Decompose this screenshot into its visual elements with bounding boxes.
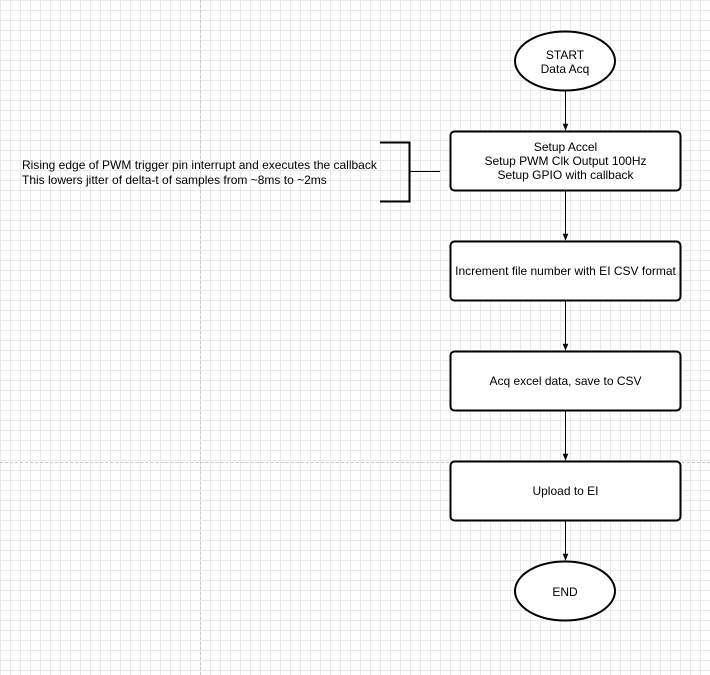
start-label-line-2: Data Acq xyxy=(540,61,590,76)
end-label: END xyxy=(552,584,578,599)
annotation-line-1: Rising edge of PWM trigger pin interrupt… xyxy=(22,158,377,172)
setup-label-line-1: Setup Accel xyxy=(533,140,598,154)
acquire-process-label: Acq excel data, save to CSV xyxy=(451,352,680,410)
start-label-line-1: START xyxy=(545,47,585,62)
start-terminal-label: START Data Acq xyxy=(515,32,615,91)
start-terminal[interactable] xyxy=(514,30,616,92)
acquire-process-box[interactable] xyxy=(449,350,682,412)
setup-process-box[interactable] xyxy=(449,130,682,192)
end-terminal[interactable] xyxy=(514,560,616,622)
upload-process-label: Upload to EI xyxy=(451,462,680,520)
page-break-horizontal xyxy=(0,462,710,463)
increment-process-label: Increment file number with EI CSV format xyxy=(451,242,680,300)
annotation-bracket xyxy=(380,141,411,203)
annotation-line-2: This lowers jitter of delta-t of samples… xyxy=(22,173,327,187)
increment-process-box[interactable] xyxy=(449,240,682,302)
setup-label-line-3: Setup GPIO with callback xyxy=(497,168,634,182)
increment-label: Increment file number with EI CSV format xyxy=(455,264,676,278)
page-break-vertical xyxy=(200,0,201,675)
end-terminal-label: END xyxy=(515,562,615,621)
upload-process-box[interactable] xyxy=(449,460,682,522)
upload-label: Upload to EI xyxy=(532,484,599,498)
acquire-label: Acq excel data, save to CSV xyxy=(489,374,642,388)
setup-process-label: Setup Accel Setup PWM Clk Output 100Hz S… xyxy=(451,132,680,190)
setup-label-line-2: Setup PWM Clk Output 100Hz xyxy=(484,154,647,168)
annotation-note: Rising edge of PWM trigger pin interrupt… xyxy=(22,158,377,188)
